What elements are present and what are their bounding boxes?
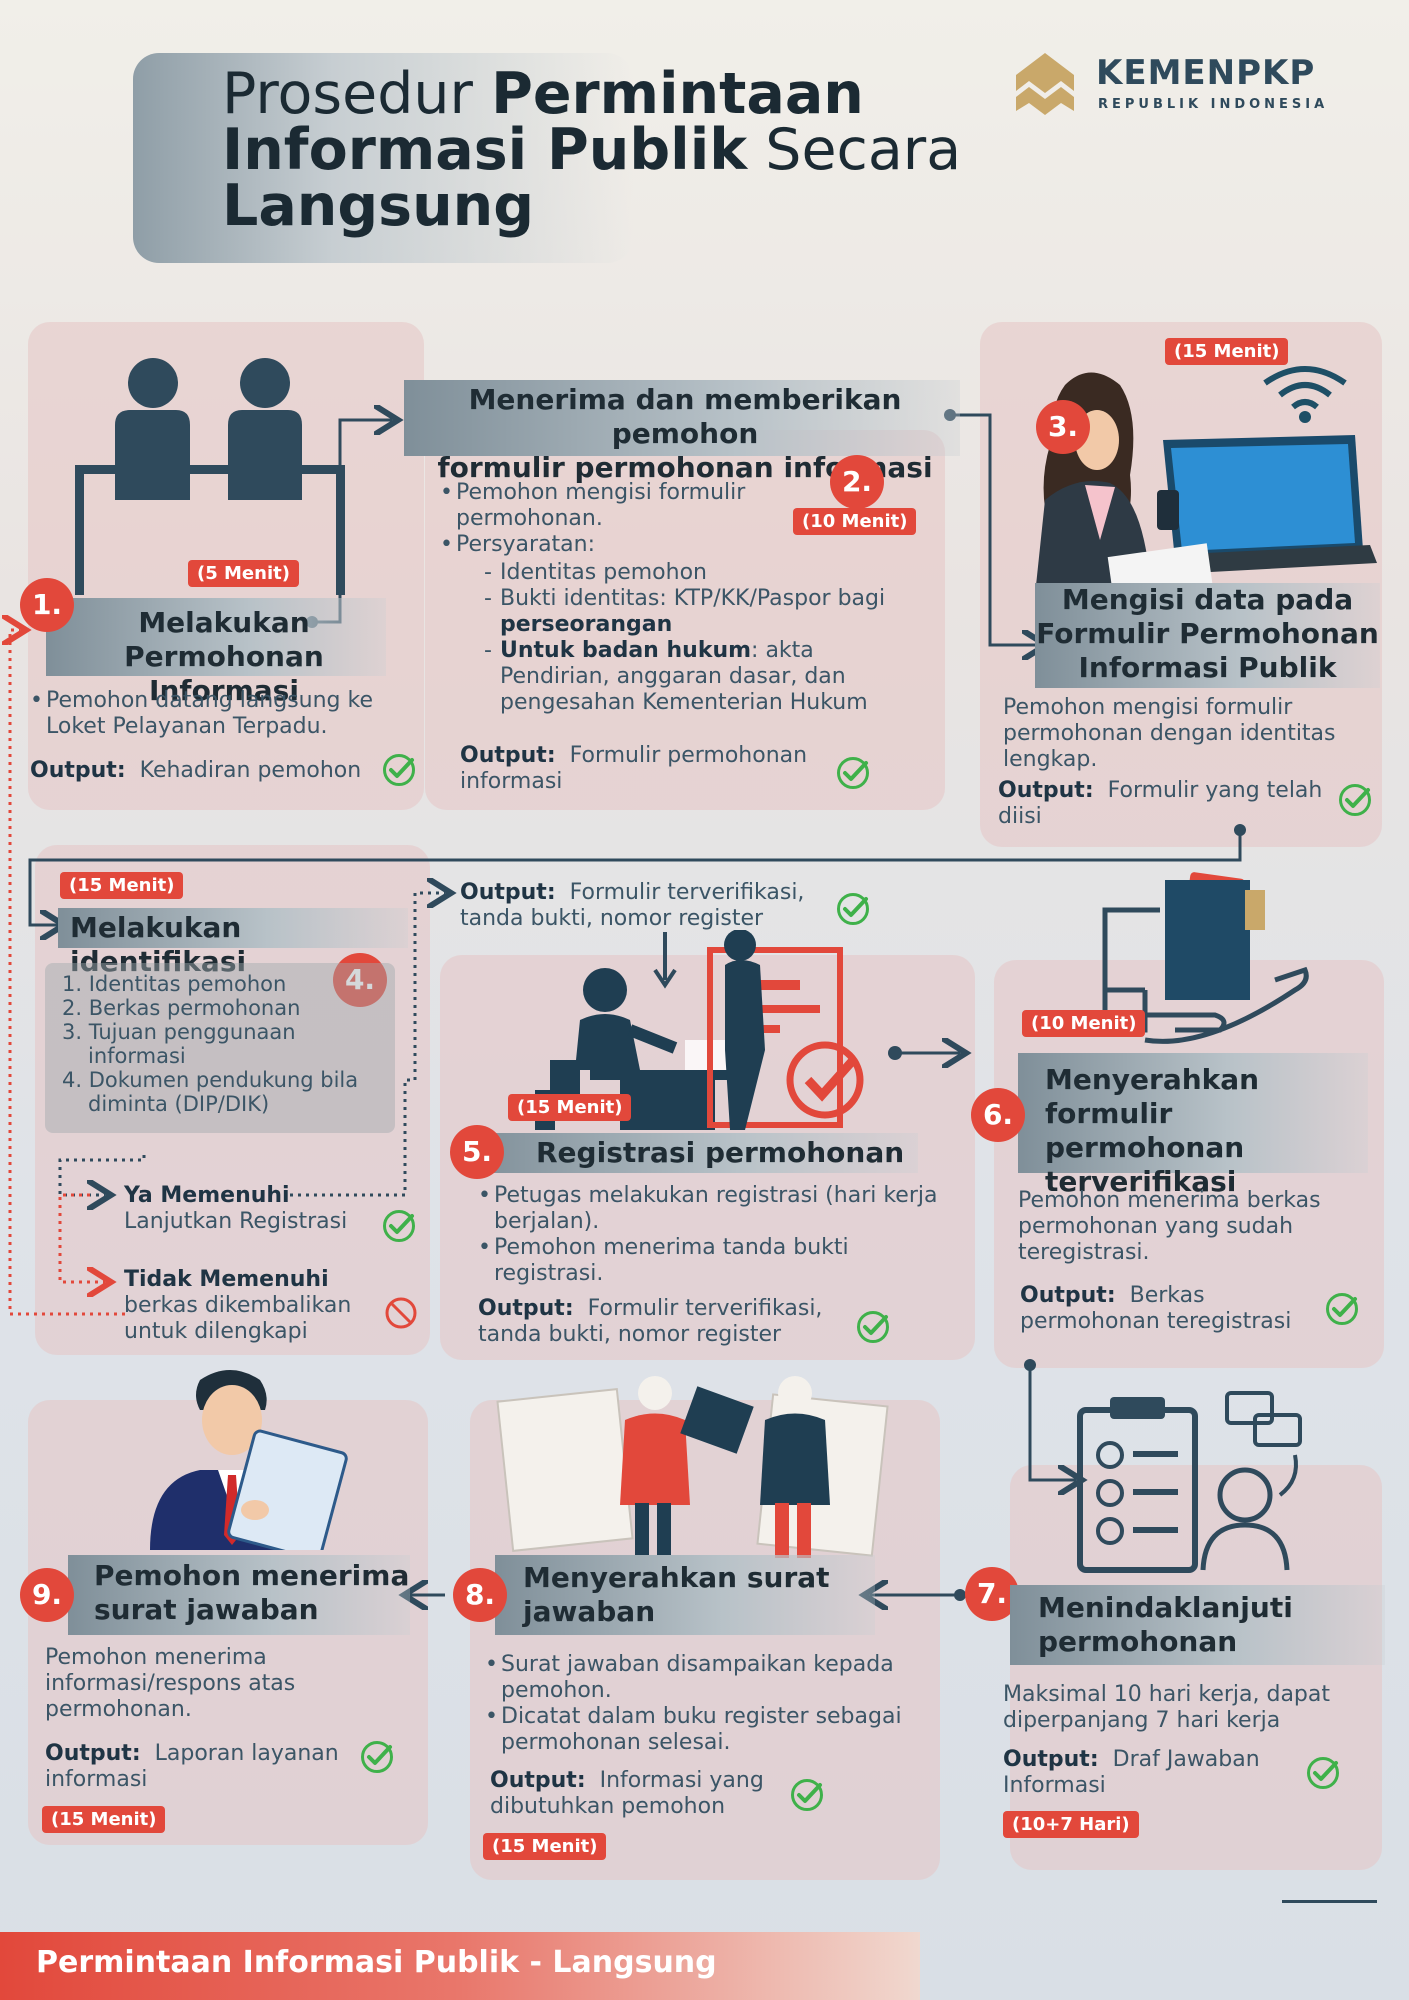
- step5-description: Petugas melakukan registrasi (hari kerja…: [478, 1183, 958, 1287]
- footer-bar: [0, 1932, 920, 2000]
- step3-number: 3.: [1036, 400, 1090, 454]
- step2-output: Output: Formulir permohonan informasi: [460, 743, 808, 794]
- step2-check-icon: [836, 756, 870, 790]
- step9-number: 9.: [20, 1568, 74, 1622]
- step3-check-icon: [1338, 783, 1372, 817]
- step3-description: Pemohon mengisi formulir permohonan deng…: [1003, 695, 1336, 772]
- step5-output: Output: Formulir terverifikasi, tanda bu…: [478, 1296, 823, 1347]
- step8-time: (15 Menit): [483, 1833, 607, 1860]
- step4-checklist: [45, 963, 395, 1133]
- step1-number: 1.: [20, 578, 74, 632]
- step4-check-icon: [836, 892, 870, 926]
- handover-letter-icon: [496, 1376, 889, 1558]
- businessman-tablet-icon: [150, 1370, 348, 1550]
- step5-check-icon: [856, 1310, 890, 1344]
- step8-description: Surat jawaban disampaikan kepada pemohon…: [485, 1652, 925, 1756]
- step8-check-icon: [790, 1778, 824, 1812]
- kemenpkp-logo: KEMENPKP REPUBLIK INDONESIA: [1006, 45, 1336, 125]
- step8-number: 8.: [453, 1568, 507, 1622]
- step4-yes-check-icon: [382, 1209, 416, 1243]
- step1-output: Output: Kehadiran pemohon: [30, 758, 362, 783]
- step3-time: (15 Menit): [1165, 338, 1289, 365]
- step7-description: Maksimal 10 hari kerja, dapat diperpanja…: [1003, 1682, 1330, 1733]
- step9-output: Output: Laporan layanan informasi: [45, 1741, 339, 1792]
- step1-time: (5 Menit): [188, 560, 299, 587]
- step2-description: Pemohon mengisi formulir permohonan. Per…: [440, 480, 920, 716]
- step1-description: Pemohon datang langsung ke Loket Pelayan…: [30, 688, 410, 740]
- step1-check-icon: [382, 753, 416, 787]
- step7-output: Output: Draf Jawaban Informasi: [1003, 1747, 1260, 1798]
- step6-output: Output: Berkas permohonan teregistrasi: [1020, 1283, 1292, 1334]
- step9-check-icon: [360, 1740, 394, 1774]
- divider-line: [1282, 1900, 1377, 1903]
- step6-number: 6.: [971, 1088, 1025, 1142]
- title-banner: [133, 53, 633, 263]
- step4-reject-icon: [385, 1297, 417, 1329]
- step3-output: Output: Formulir yang telah diisi: [998, 778, 1323, 829]
- step9-description: Pemohon menerima informasi/respons atas …: [45, 1645, 296, 1722]
- step9-time: (15 Menit): [42, 1806, 166, 1833]
- step8-output: Output: Informasi yang dibutuhkan pemoho…: [490, 1768, 764, 1819]
- step4-time: (15 Menit): [60, 872, 184, 899]
- step5-number: 5.: [450, 1125, 504, 1179]
- logo-emblem-icon: [1016, 53, 1074, 115]
- step7-time: (10+7 Hari): [1003, 1811, 1139, 1838]
- step4-number: 4.: [333, 953, 387, 1007]
- step5-header: Registrasi permohonan: [470, 1133, 918, 1173]
- page-title: Prosedur Permintaan Informasi Publik Sec…: [222, 61, 962, 239]
- step4-header: Melakukan identifikasi: [58, 908, 408, 978]
- step2-number: 2.: [830, 455, 884, 509]
- step7-check-icon: [1306, 1756, 1340, 1790]
- step2-time: (10 Menit): [793, 508, 917, 535]
- clipboard-checklist-icon: [1077, 1391, 1302, 1573]
- step6-description: Pemohon menerima berkas permohonan yang …: [1018, 1188, 1321, 1265]
- hand-documents-icon: [1102, 872, 1309, 1044]
- two-people-desk-icon: [75, 358, 345, 595]
- step4-items: 1. Identitas pemohon 2. Berkas permohona…: [62, 972, 359, 1116]
- step6-check-icon: [1325, 1292, 1359, 1326]
- footer-text: Permintaan Informasi Publik - Langsung: [36, 1945, 717, 1980]
- step4-output: Output: Formulir terverifikasi, tanda bu…: [460, 880, 805, 931]
- step6-time: (10 Menit): [1022, 1010, 1146, 1037]
- step5-time: (15 Menit): [508, 1094, 632, 1121]
